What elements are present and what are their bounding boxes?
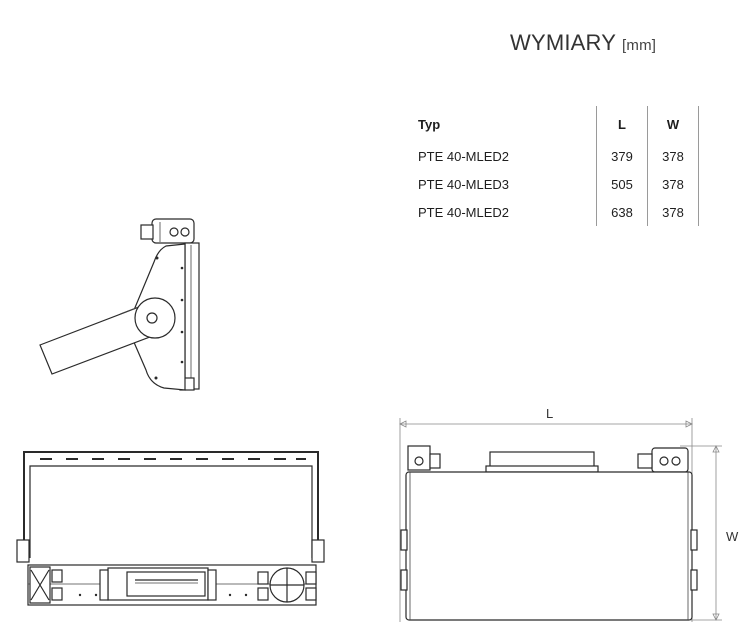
table-row: PTE 40-MLED2 379 378 <box>410 142 699 170</box>
column-header-l: L <box>596 106 648 142</box>
cell-l: 505 <box>596 170 648 198</box>
length-dimension-label: L <box>546 406 553 421</box>
dimensions-table: Typ L W PTE 40-MLED2 379 378 PTE 40-MLED… <box>410 106 699 226</box>
width-dimension-label: W <box>726 529 739 544</box>
table-header-row: Typ L W <box>410 106 699 142</box>
page-title: WYMIARY [mm] <box>510 30 740 56</box>
top-view-drawing <box>399 418 722 622</box>
cell-l: 638 <box>596 198 648 226</box>
cell-typ: PTE 40-MLED2 <box>418 148 510 164</box>
cell-w: 378 <box>647 170 699 198</box>
title-text: WYMIARY <box>510 30 616 55</box>
cell-l: 379 <box>596 142 648 170</box>
cell-w: 378 <box>647 142 699 170</box>
table-row: PTE 40-MLED3 505 378 <box>410 170 699 198</box>
cell-typ: PTE 40-MLED2 <box>418 204 510 220</box>
column-header-w: W <box>647 106 699 142</box>
front-view-drawing <box>16 451 325 606</box>
title-unit: [mm] <box>622 37 657 54</box>
side-view-drawing <box>39 218 200 391</box>
table-row: PTE 40-MLED2 638 378 <box>410 198 699 226</box>
cell-w: 378 <box>647 198 699 226</box>
cell-typ: PTE 40-MLED3 <box>418 176 510 192</box>
column-header-typ: Typ <box>418 116 441 132</box>
